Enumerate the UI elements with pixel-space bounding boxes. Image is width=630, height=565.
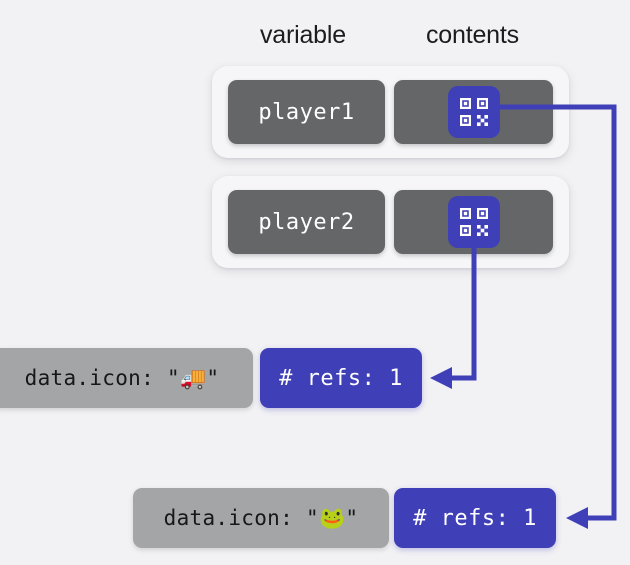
column-header-variable: variable [260,21,346,49]
column-header-contents: contents [426,21,519,49]
contents-cell-player2[interactable] [394,190,553,254]
heap-object-prefix: data.icon: " [163,506,319,530]
heap-object-suffix: " [206,366,220,390]
frog-face-emoji: 🐸 [318,505,346,530]
refs-count-label: # refs: 1 [413,505,537,531]
heap-object-prefix: data.icon: " [24,366,180,390]
heap-object-suffix: " [345,506,359,530]
connector-player1-to-frog [500,104,617,521]
refs-count-label: # refs: 1 [279,365,403,391]
heap-object-box-2: data.icon: "🐸" [133,488,389,548]
variable-name-label: player1 [258,99,355,125]
variable-cell-player1[interactable]: player1 [228,80,385,144]
arrowhead-player2 [430,367,452,389]
contents-cell-player1[interactable] [394,80,553,144]
delivery-truck-emoji: 🚚 [179,365,207,390]
refs-box-2: # refs: 1 [394,488,556,548]
heap-object-label-1: data.icon: "🚚" [25,366,220,390]
arrowhead-player1 [566,507,588,529]
heap-object-label-2: data.icon: "🐸" [164,506,359,530]
variable-cell-player2[interactable]: player2 [228,190,385,254]
qr-code-pointer-icon[interactable] [447,86,500,138]
refs-box-1: # refs: 1 [260,348,422,408]
qr-code-pointer-icon[interactable] [447,196,500,248]
variable-name-label: player2 [258,209,355,235]
heap-object-box-1: data.icon: "🚚" [0,348,253,408]
